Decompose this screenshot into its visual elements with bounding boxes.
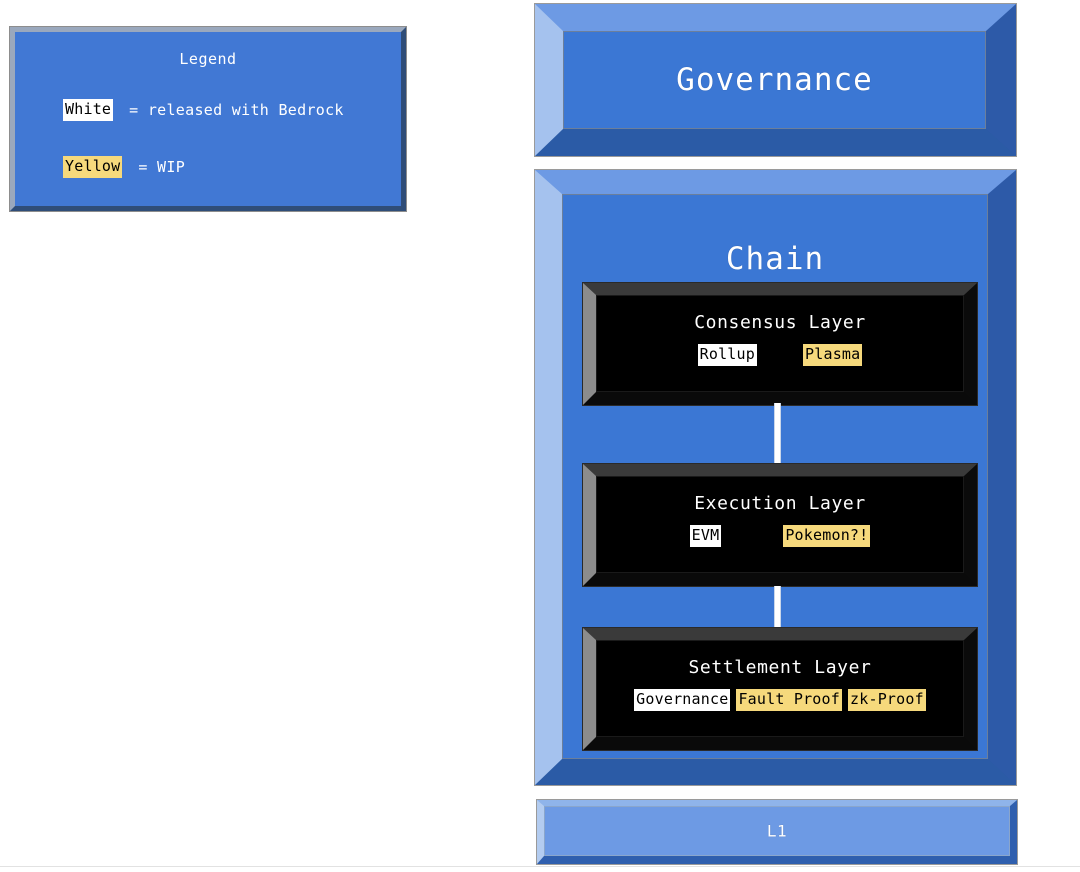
consensus-layer-box: Consensus Layer Rollup Plasma [583,283,977,405]
governance-title: Governance [676,62,873,98]
l1-box: L1 [537,800,1017,864]
bottom-divider [0,866,1080,867]
consensus-layer-title: Consensus Layer [694,312,866,333]
legend-swatch-yellow: Yellow [63,156,123,178]
connector-consensus-to-execution [774,403,781,465]
execution-layer-inner: Execution Layer EVM Pokemon?! [596,476,964,573]
settlement-layer-title: Settlement Layer [688,657,872,678]
governance-bevel-frame [535,4,1016,156]
legend-row-yellow: Yellow = WIP [63,156,185,178]
governance-box: Governance [535,4,1016,156]
consensus-layer-inner: Consensus Layer Rollup Plasma [596,295,964,392]
legend-panel: Legend White = released with Bedrock Yel… [10,27,406,211]
tag-governance: Governance [634,689,731,711]
execution-layer-box: Execution Layer EVM Pokemon?! [583,464,977,586]
legend-swatch-white: White [63,99,114,121]
tag-pokemon: Pokemon?! [783,525,871,547]
chain-title: Chain [725,241,825,277]
tag-fault-proof: Fault Proof [736,689,842,711]
legend-title: Legend [179,50,237,68]
legend-description-white: = released with Bedrock [129,100,344,119]
l1-inner: L1 [544,806,1010,856]
l1-title: L1 [766,821,788,841]
tag-plasma: Plasma [803,344,863,366]
consensus-layer-tags: Rollup Plasma [597,344,963,366]
execution-layer-title: Execution Layer [694,493,866,514]
legend-body: Legend White = released with Bedrock Yel… [15,32,401,206]
tag-zk-proof: zk-Proof [848,689,926,711]
tag-rollup: Rollup [697,344,757,366]
tag-evm: EVM [689,525,722,547]
legend-row-white: White = released with Bedrock [63,99,344,121]
execution-layer-tags: EVM Pokemon?! [597,525,963,547]
legend-description-yellow: = WIP [138,157,186,176]
settlement-layer-inner: Settlement Layer Governance Fault Proof … [596,640,964,737]
connector-execution-to-settlement [774,586,781,629]
settlement-layer-box: Settlement Layer Governance Fault Proof … [583,628,977,750]
settlement-layer-tags: Governance Fault Proof zk-Proof [597,689,963,711]
governance-inner: Governance [563,31,986,129]
